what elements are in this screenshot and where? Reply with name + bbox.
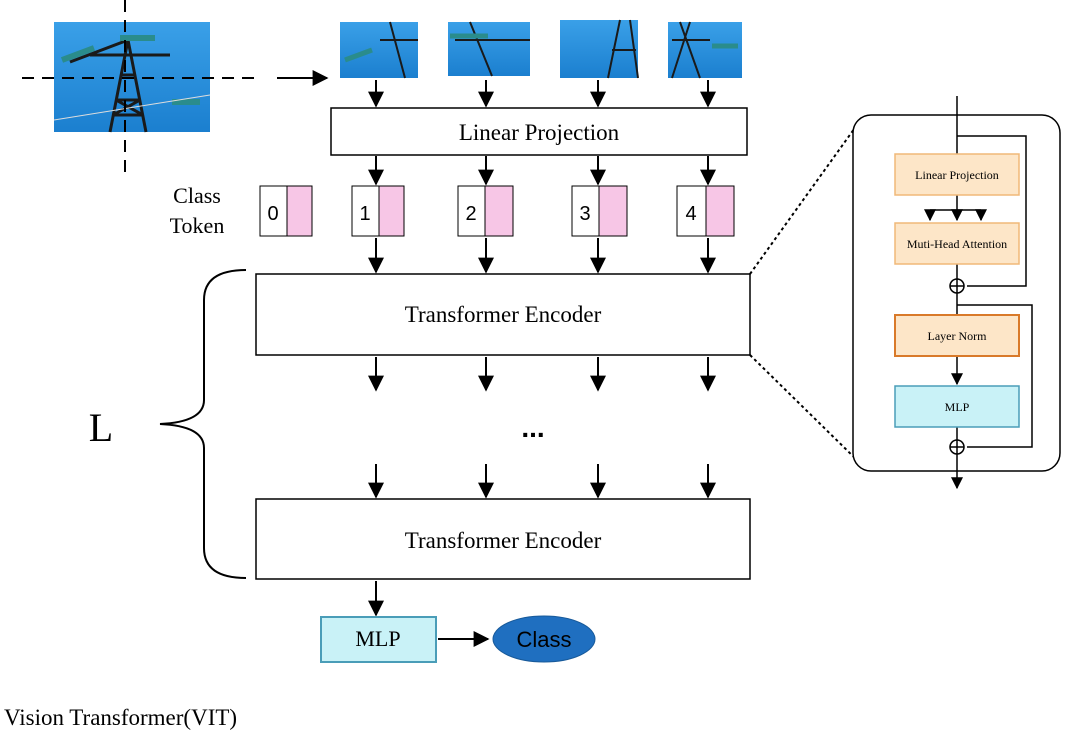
- figure-caption: Vision Transformer(VIT): [4, 705, 238, 730]
- patch-4: [668, 21, 742, 79]
- transformer-encoder-1-label: Transformer Encoder: [405, 302, 602, 327]
- mlp-head-box: [320, 616, 437, 663]
- detail-layer-norm-label: Layer Norm: [928, 329, 988, 343]
- token-3: 3: [571, 185, 628, 237]
- token-1-index: 1: [359, 203, 370, 225]
- class-output: [492, 615, 596, 663]
- detail-layer-norm-box: [894, 314, 1020, 357]
- token-0: 0: [259, 185, 313, 237]
- token-3-index: 3: [579, 203, 590, 225]
- token-0-index: 0: [267, 203, 278, 225]
- detail-mlp-label: MLP: [945, 400, 970, 414]
- add-1-cross: [950, 279, 964, 293]
- detail-attention-label: Muti-Head Attention: [907, 237, 1007, 251]
- patch-split-lines: [22, 0, 262, 172]
- token-4-index: 4: [685, 203, 696, 225]
- encoder-in-arrows: [368, 464, 716, 499]
- detail-linear-projection-box: [894, 153, 1020, 196]
- transformer-encoder-2-label: Transformer Encoder: [405, 528, 602, 553]
- patch-arrows: [368, 80, 716, 108]
- zoom-connector-lines: [749, 117, 863, 466]
- token-4: 4: [676, 185, 735, 237]
- transformer-encoder-2: [255, 498, 751, 580]
- patch-2: [448, 21, 530, 77]
- detail-mlp-box: [894, 385, 1020, 428]
- detail-linear-projection-label: Linear Projection: [915, 168, 999, 182]
- layers-brace: [159, 269, 247, 579]
- ellipsis: ...: [521, 412, 544, 443]
- class-token-label-line2: Token: [170, 213, 225, 238]
- projection-arrows: [368, 156, 716, 186]
- mlp-head-label: MLP: [355, 626, 400, 651]
- add-2-cross: [950, 440, 964, 454]
- token-2-index: 2: [465, 203, 476, 225]
- patch-1: [340, 21, 418, 79]
- transformer-encoder-1: [255, 273, 751, 356]
- token-2: 2: [457, 185, 514, 237]
- token-1: 1: [351, 185, 405, 237]
- layers-label: L: [89, 405, 113, 450]
- patch-3: [560, 19, 639, 79]
- linear-projection-box: [330, 107, 748, 156]
- class-token-label-line1: Class: [173, 183, 221, 208]
- token-arrows: [368, 238, 716, 274]
- encoder-out-arrows: [368, 357, 716, 392]
- linear-projection-label: Linear Projection: [459, 120, 620, 145]
- detail-flow-lines: [924, 96, 1033, 490]
- detail-attention-box: [894, 222, 1020, 265]
- class-output-label: Class: [516, 627, 571, 652]
